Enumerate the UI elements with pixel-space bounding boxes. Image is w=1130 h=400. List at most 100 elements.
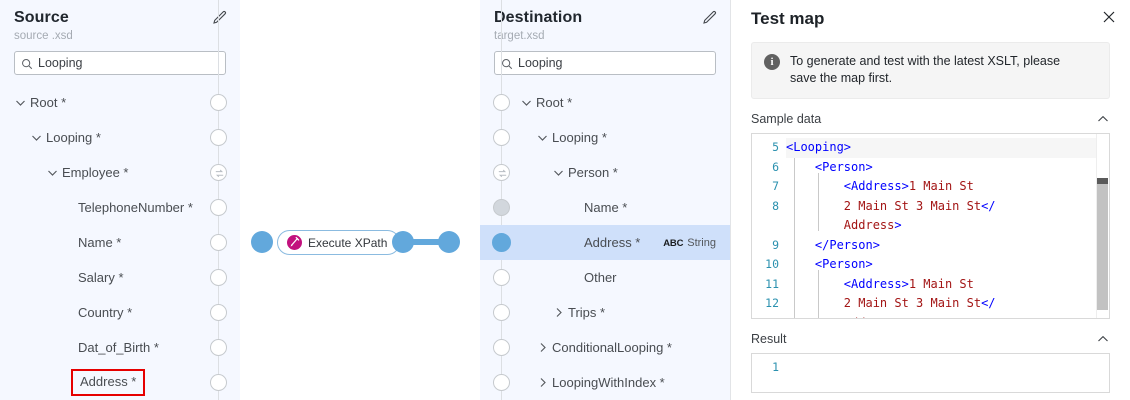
result-section-header[interactable]: Result [751,331,1110,347]
connector-handle-looping[interactable] [493,129,510,146]
result-code-area[interactable] [786,354,1109,392]
code-line[interactable]: <Address>1 Main St [843,276,974,291]
chevron-down-icon[interactable] [14,96,27,109]
chevron-down-icon[interactable] [520,96,533,109]
tree-item-trips[interactable]: Trips * [480,295,730,330]
tree-item-label: Employee * [62,164,129,180]
connector-handle-looping[interactable] [210,129,227,146]
sample-data-label: Sample data [751,112,822,126]
connector-handle-name[interactable] [210,234,227,251]
chevron-right-icon[interactable] [552,306,565,319]
code-line[interactable]: 2 Main St 3 Main St</ [843,198,996,213]
connector-handle-address[interactable] [492,233,511,252]
chevron-down-icon[interactable] [536,131,549,144]
destination-search-input[interactable]: Looping [518,56,563,70]
tree-item-root[interactable]: Root * [0,85,240,120]
destination-title: Destination [494,9,583,26]
tree-item-employee[interactable]: Employee * [0,155,240,190]
connector-handle-telephonenumber[interactable] [210,199,227,216]
result-label: Result [751,332,787,346]
chevron-right-icon[interactable] [536,376,549,389]
connector-handle-name[interactable] [493,199,510,216]
connector-handle-root[interactable] [493,94,510,111]
tree-item-label: Root * [536,94,573,110]
tree-item-label: Address * [71,369,146,396]
tree-item-looping[interactable]: Looping * [0,120,240,155]
chevron-up-icon[interactable] [1096,332,1110,346]
tree-item-label: Looping * [46,129,101,145]
code-line[interactable]: <Looping> [786,138,1109,158]
chevron-placeholder [62,201,75,214]
sample-data-section-header[interactable]: Sample data [751,111,1110,127]
connector-handle-employee[interactable] [210,164,227,181]
code-line[interactable]: 2 Main St 3 Main St</ [843,296,996,310]
editor-code-area[interactable]: <Looping> <Person> <Address>1 Main St 2 … [786,134,1109,318]
chevron-down-icon[interactable] [552,166,565,179]
line-number: 9 [772,237,779,252]
connector-handle-conditionallooping[interactable] [493,339,510,356]
connector-handle-salary[interactable] [210,269,227,286]
line-number: 1 [772,360,779,374]
connector-handle-country[interactable] [210,304,227,321]
code-line[interactable]: <Person> [814,159,873,174]
destination-connection-port[interactable] [438,231,460,253]
execute-xpath-node[interactable]: Execute XPath [277,230,401,255]
tree-item-person[interactable]: Person * [480,155,730,190]
node-output-port[interactable] [392,231,414,253]
line-number: 10 [765,257,779,271]
source-schema-panel: Source source .xsd Looping Root *Looping… [0,0,240,400]
result-editor[interactable]: 1 [751,353,1110,393]
connector-handle-other[interactable] [493,269,510,286]
code-line[interactable]: <Person> [814,257,873,271]
line-number: 12 [765,296,779,310]
connector-handle-root[interactable] [210,94,227,111]
connector-handle-address[interactable] [210,374,227,391]
tree-item-label: Salary * [78,269,124,285]
tree-item-root[interactable]: Root * [480,85,730,120]
tree-item-loopingwithindex[interactable]: LoopingWithIndex * [480,365,730,400]
sample-data-editor[interactable]: 5678910111213 <Looping> <Person> <Addres… [751,133,1110,319]
tree-item-name[interactable]: Name * [0,225,240,260]
code-line[interactable]: Address> [843,218,902,232]
tree-item-looping[interactable]: Looping * [480,120,730,155]
close-icon[interactable] [1100,8,1118,26]
line-number: 6 [772,159,779,174]
tree-item-name[interactable]: Name * [480,190,730,225]
mapping-canvas[interactable]: Execute XPath [240,0,480,400]
code-line[interactable]: <Address>1 Main St [843,179,974,193]
chevron-right-icon[interactable] [536,341,549,354]
editor-scrollbar-thumb[interactable] [1097,178,1108,310]
search-icon [21,57,33,70]
chevron-down-icon[interactable] [30,131,43,144]
source-search-box[interactable]: Looping [14,51,226,75]
tree-item-label: Root * [30,94,67,110]
chevron-down-icon[interactable] [46,166,59,179]
editor-scrollbar[interactable] [1096,134,1109,318]
tree-item-dat_of_birth[interactable]: Dat_of_Birth * [0,330,240,365]
pencil-icon[interactable] [212,10,228,26]
connector-handle-trips[interactable] [493,304,510,321]
code-line[interactable]: </Person> [814,237,880,252]
tree-item-salary[interactable]: Salary * [0,260,240,295]
info-icon: i [764,54,780,70]
pencil-icon[interactable] [702,10,718,26]
tree-item-other[interactable]: Other [480,260,730,295]
line-number: 11 [765,276,779,291]
destination-search-box[interactable]: Looping [494,51,716,75]
type-name: String [687,236,716,249]
source-search-input[interactable]: Looping [38,56,83,70]
code-line[interactable]: Address> [786,314,1109,319]
node-input-port[interactable] [251,231,273,253]
tree-item-telephonenumber[interactable]: TelephoneNumber * [0,190,240,225]
tree-item-label: Name * [584,199,628,215]
editor-scrollbar-thumb-cap[interactable] [1097,178,1108,184]
chevron-up-icon[interactable] [1096,112,1110,126]
chevron-placeholder [62,271,75,284]
connector-handle-person[interactable] [493,164,510,181]
connector-handle-loopingwithindex[interactable] [493,374,510,391]
tree-item-conditionallooping[interactable]: ConditionalLooping * [480,330,730,365]
connector-handle-dat_of_birth[interactable] [210,339,227,356]
tree-item-country[interactable]: Country * [0,295,240,330]
tree-item-address[interactable]: Address * [0,365,240,400]
